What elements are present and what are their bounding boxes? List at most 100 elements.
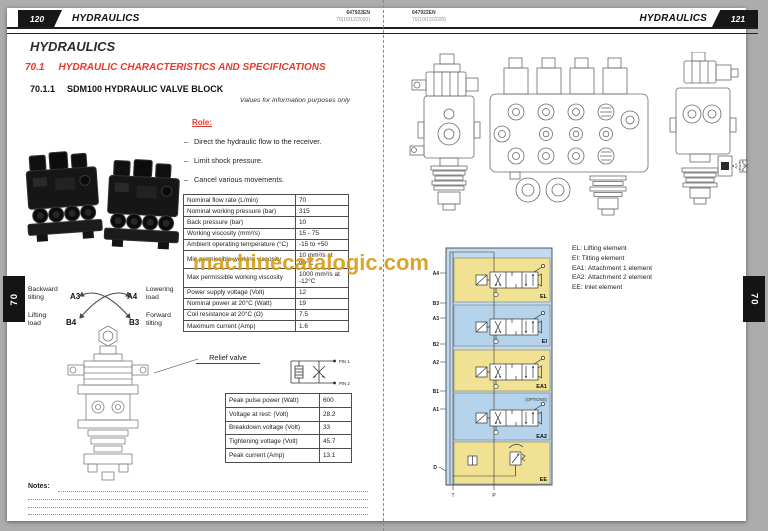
watermark-text: machinecatalogic.com — [193, 250, 429, 275]
label-lowering-load: Lowering load — [146, 286, 174, 301]
table-row: Coil resistance at 20°C (Ω)7.5 — [183, 308, 349, 322]
spec-value: 45.7 — [319, 434, 352, 450]
page-number-tab-left: 120 — [18, 10, 62, 27]
spec-label: Peak current (Amp) — [225, 448, 320, 463]
label-lifting-load: Lifting load — [28, 312, 47, 327]
page-fold-line — [383, 0, 384, 531]
doc-code-right: 647922EN 70(10/12/2020) — [412, 10, 502, 24]
spec-label: Nominal power at 20°C (Watt) — [183, 297, 296, 310]
bullet-dash: – — [184, 175, 189, 184]
spec-label: Voltage at rest: (Volt) — [225, 406, 320, 422]
section-label-ee: EE — [540, 477, 548, 483]
legend-item: EA2: Attachment 2 element — [572, 274, 652, 282]
spec-value: 315 — [295, 205, 349, 218]
subsection-title: SDM100 HYDRAULIC VALVE BLOCK — [67, 84, 224, 94]
legend-item: EI: Tilting element — [572, 254, 625, 262]
spec-label: Coil resistance at 20°C (Ω) — [183, 308, 296, 322]
spec-value: 600 — [319, 393, 352, 408]
valve-line-drawing — [67, 325, 149, 481]
port-label-d: D — [433, 465, 437, 471]
notes-label: Notes: — [28, 483, 50, 490]
page-number: 121 — [730, 13, 746, 24]
section-heading: 70.1 HYDRAULIC CHARACTERISTICS AND SPECIF… — [25, 62, 326, 73]
port-label-a1: A1 — [433, 407, 440, 413]
port-label-a3: A3 — [433, 316, 440, 322]
spec-value: 70 — [295, 193, 349, 207]
hydraulic-circuit-schematic: A4 B3 A3 B2 A2 B1 A1 D T P EL EI EA1 (OP… — [433, 247, 553, 499]
spec-value: 10 mm²/s at 90°C — [295, 249, 349, 270]
label-backward-tilting: Backward tilting — [28, 286, 58, 301]
table-row: Back pressure (bar)10 — [183, 216, 349, 229]
valve-technical-drawings — [409, 52, 748, 216]
label-forward-tilting: Forward tilting — [146, 312, 171, 327]
port-label-b3: B3 — [433, 301, 440, 307]
spec-label: Breakdown voltage (Volt) — [225, 420, 320, 436]
table-row: Maximum current (Amp)1.6 — [183, 320, 349, 333]
header-rule-left — [7, 27, 384, 34]
page-number-tab-right: 121 — [712, 10, 758, 27]
table-row: Peak pulse power (Watt)600 — [225, 393, 352, 408]
table-row: Power supply voltage (Volt)12 — [183, 286, 349, 299]
spec-value: 7.5 — [295, 308, 349, 322]
relief-valve-label: Relief valve — [196, 353, 260, 364]
spec-label: Ambient operating temperature (°C) — [183, 238, 296, 251]
spec-value: 28.2 — [319, 406, 352, 422]
relief-valve-leader-line — [153, 358, 198, 374]
table-row: Peak current (Amp)13.1 — [225, 448, 352, 463]
front-view-center — [489, 57, 649, 216]
notes-line — [28, 506, 368, 508]
table-row: Voltage at rest: (Volt)28.2 — [225, 406, 352, 422]
port-label-t: T — [451, 493, 454, 499]
pin1-label: PIN 1 — [339, 359, 350, 364]
options-label: (OPTIONS) — [525, 397, 547, 402]
role-item-text: Cancel various movements. — [194, 175, 285, 184]
chapter-side-tab-right: 70 — [743, 276, 765, 322]
chapter-number: 70 — [8, 292, 20, 306]
table-row: Nominal power at 20°C (Watt)19 — [183, 297, 349, 310]
doc-code-number: 647922EN — [412, 10, 436, 16]
spec-value: 1000 mm²/s at -12°C — [295, 268, 349, 288]
spec-label: Power supply voltage (Volt) — [183, 286, 296, 299]
spec-table: Nominal flow rate (L/min)70 Nominal work… — [183, 193, 349, 333]
spec-label: Back pressure (bar) — [183, 216, 296, 229]
section-label-ea1: EA1 — [536, 384, 547, 390]
port-label-a3: A3 — [70, 292, 81, 301]
spec-label: Nominal flow rate (L/min) — [183, 193, 296, 207]
port-label-a4: A4 — [127, 292, 138, 301]
spec-value: 15 - 75 — [295, 227, 349, 240]
role-item: – Limit shock pressure. — [184, 156, 369, 165]
spec-value: -15 to +50 — [295, 238, 349, 251]
header-title-left: HYDRAULICS — [72, 13, 140, 24]
section-number: 70.1 — [25, 62, 45, 73]
port-label-p: P — [492, 493, 496, 499]
section-label-ea2: EA2 — [536, 434, 547, 440]
spec-label: Working viscosity (mm²/s) — [183, 227, 296, 240]
side-view-left — [409, 53, 481, 211]
notes-line — [28, 513, 368, 515]
section-label-el: EL — [540, 294, 548, 300]
spec-label: Peak pulse power (Watt) — [225, 393, 320, 408]
doc-code-number: 647922EN — [346, 10, 370, 16]
values-note: Values for information purposes only — [239, 97, 350, 104]
table-row: Working viscosity (mm²/s)15 - 75 — [183, 227, 349, 240]
section-label-ei: EI — [542, 339, 548, 345]
spec-label: Tightening voltage (Volt) — [225, 434, 320, 450]
spec-label: Max permissible working viscosity — [183, 268, 296, 288]
role-item: – Direct the hydraulic flow to the recei… — [184, 137, 369, 146]
table-row: Breakdown voltage (Volt)33 — [225, 420, 352, 436]
notes-line — [28, 498, 368, 500]
doc-code-revision: 70(10/12/2020) — [336, 17, 370, 23]
chapter-title: HYDRAULICS — [30, 39, 116, 54]
section-title: HYDRAULIC CHARACTERISTICS AND SPECIFICAT… — [58, 62, 326, 73]
spec-value: 33 — [319, 420, 352, 436]
bullet-dash: – — [184, 156, 189, 165]
valve-block-photos — [22, 149, 183, 251]
page-sheet — [7, 8, 746, 521]
role-item: – Cancel various movements. — [184, 175, 369, 184]
spec-value: 10 — [295, 216, 349, 229]
spec-value: 1.6 — [295, 320, 349, 333]
table-row: Tightening voltage (Volt)45.7 — [225, 434, 352, 450]
page-number: 120 — [29, 13, 45, 24]
